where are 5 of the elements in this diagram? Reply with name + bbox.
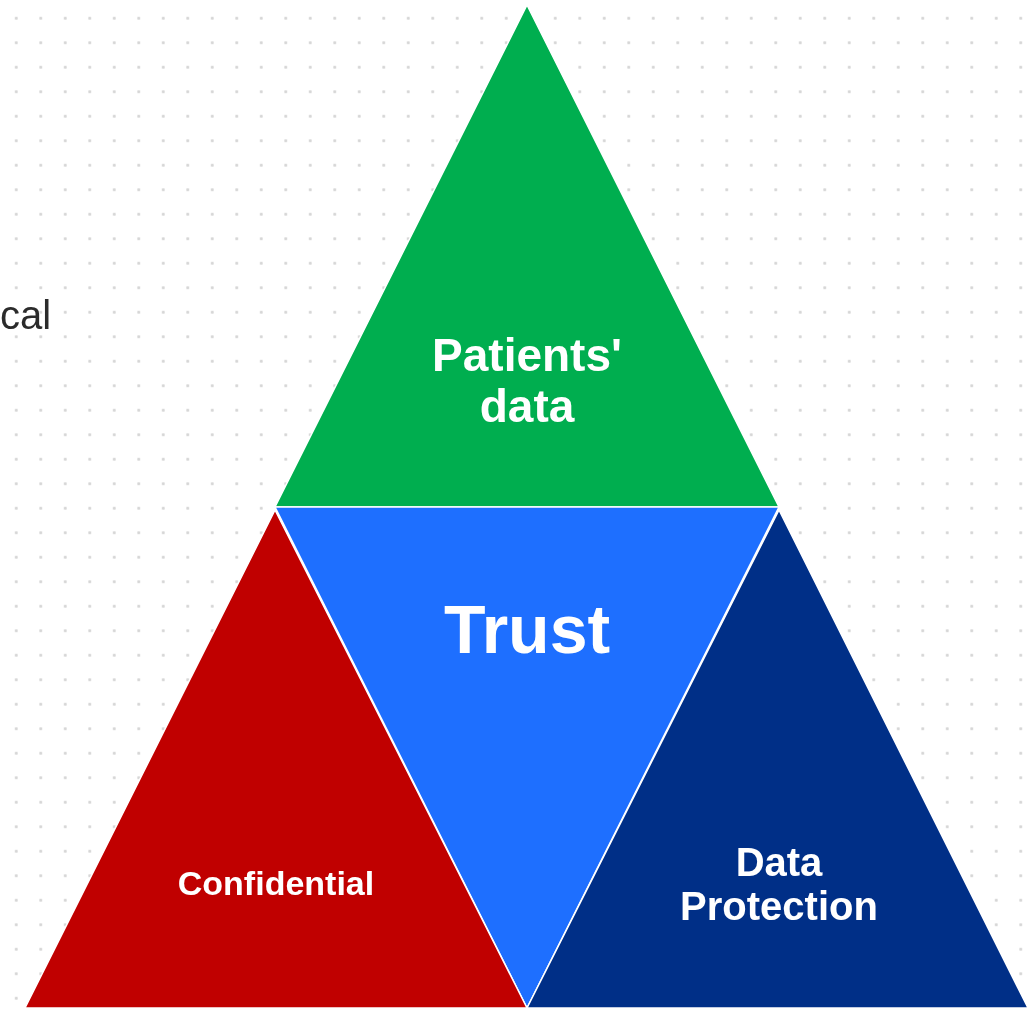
triangle-label: Data Protection	[679, 840, 879, 928]
triangle-label: Patients' data	[431, 330, 623, 432]
triangle-label: Trust	[442, 592, 612, 667]
triangle-label: Confidential	[176, 865, 376, 903]
text-fragment: cal	[0, 293, 52, 338]
